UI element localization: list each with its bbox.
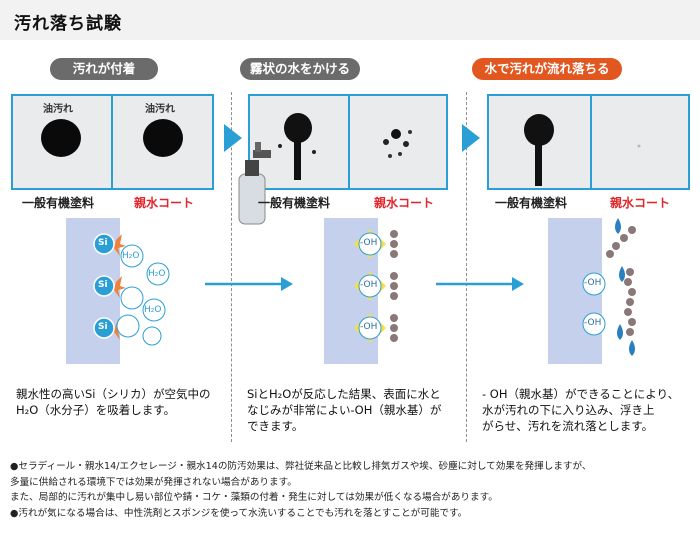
oh-label: -OH — [584, 278, 602, 288]
si-label: Si — [98, 280, 108, 290]
oh-label: -OH — [360, 280, 378, 290]
footer-notes: ●セラディール・親水14/エクセレージ・親水14の防汚効果は、弊社従来品と比較し… — [10, 459, 695, 521]
oil-stain-label-left: 油汚れ — [43, 104, 73, 115]
spray-bottle-icon — [238, 142, 271, 225]
water-label: H₂O — [144, 305, 162, 315]
oh-diagram — [354, 230, 398, 342]
note-line: ●セラディール・親水14/エクセレージ・親水14の防汚効果は、弊社従来品と比較し… — [10, 461, 592, 472]
note-line: ●汚れが気になる場合は、中性洗剤とスポンジを使って水洗いすることでも汚れを落とす… — [10, 507, 468, 519]
si-label: Si — [98, 322, 108, 332]
general-coating-label: 一般有機塗料 — [495, 196, 568, 210]
oh-label: -OH — [360, 238, 378, 248]
si-water-diagram — [93, 233, 170, 346]
arrow-right-icon — [462, 124, 480, 152]
hydro-coating-label: 親水コート — [374, 196, 435, 210]
general-coating-label: 一般有機塗料 — [22, 196, 95, 210]
general-coating-label: 一般有機塗料 — [258, 196, 331, 210]
note-line: また、局部的に汚れが集中し易い部位や錆・コケ・藻類の付着・発生に対しては効果が低… — [10, 492, 498, 503]
step-3-pill: 水で汚れが流れ落ちる — [472, 58, 622, 80]
hydro-coating-label: 親水コート — [610, 196, 671, 210]
step-2-description: SiとH₂Oが反応した結果、表面に水と なじみが非常によい-OH（親水基）が で… — [247, 387, 442, 433]
stain-lift-diagram — [582, 218, 636, 356]
oh-label: -OH — [584, 318, 602, 328]
washed-stain-image — [524, 114, 641, 186]
long-arrow-icon — [205, 277, 293, 291]
si-label: Si — [98, 238, 108, 248]
oh-label: -OH — [360, 322, 378, 332]
test-photo-panel-2 — [248, 94, 448, 190]
test-photo-panel-3 — [487, 94, 690, 190]
oil-stain-image — [41, 119, 183, 157]
step-1-description: 親水性の高いSi（シリカ）が空気中の H₂O（水分子）を吸着します。 — [16, 387, 211, 417]
step-3-description: - OH（親水基）ができることにより、 水が汚れの下に入り込み、浮き上 がらせ、… — [482, 387, 680, 433]
column-divider-1 — [231, 92, 232, 442]
long-arrow-icon — [436, 277, 524, 291]
test-photo-panel-1: 油汚れ 油汚れ — [11, 94, 214, 190]
water-label: H₂O — [122, 251, 140, 261]
water-label: H₂O — [148, 269, 166, 279]
oil-stain-label-right: 油汚れ — [145, 104, 175, 115]
step-1-pill: 汚れが付着 — [50, 58, 158, 80]
spray-stain-image — [278, 113, 412, 180]
arrow-right-icon — [224, 124, 242, 152]
page-title: 汚れ落ち試験 — [14, 14, 122, 34]
step-2-pill: 霧状の水をかける — [240, 58, 360, 80]
column-divider-2 — [466, 92, 467, 442]
title-bar — [0, 0, 700, 40]
note-line: 多量に供給される環境下では効果が発揮されない場合があります。 — [10, 476, 297, 488]
hydro-coating-label: 親水コート — [134, 196, 195, 210]
